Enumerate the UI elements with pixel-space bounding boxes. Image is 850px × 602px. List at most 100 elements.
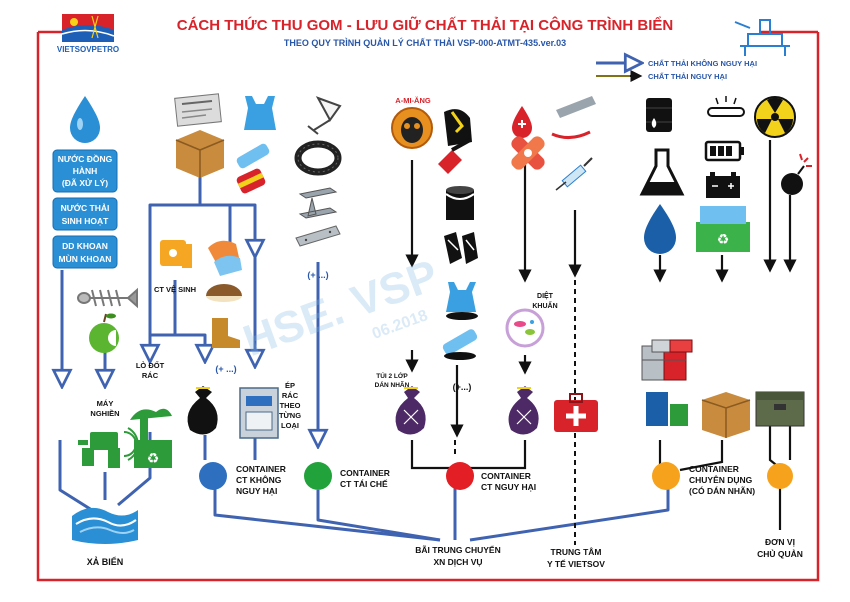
watermark: HSE. VSP 06.2018 (237, 251, 444, 366)
oil-barrel-icon (646, 98, 672, 132)
label-ct-ve-sinh: CT VỆ SINH (154, 285, 196, 294)
water-drop-icon (70, 96, 100, 143)
dest-trung-tam-2: Y TẾ VIETSOV (547, 559, 605, 569)
dest-don-vi-1: ĐƠN VỊ (765, 537, 795, 547)
compactor-icon (239, 387, 279, 439)
logo-text: VIETSOVPETRO (57, 45, 119, 54)
special-box-icon (701, 392, 751, 438)
label-ep-rac-4: TỪNG (279, 411, 301, 420)
sea-wave-icon (72, 507, 138, 544)
syringe-icon (555, 157, 593, 191)
glove-icon (208, 240, 242, 276)
label-ep-rac-2: RÁC (282, 391, 299, 400)
steel-beam-icon (298, 187, 338, 219)
label-diet-khuan-2: KHUẨN (532, 301, 557, 310)
toilet-paper-icon (160, 240, 192, 268)
paint-brush-icon (438, 138, 471, 174)
ammo-box-icon (755, 391, 805, 427)
container-blue-line2: CT KHÔNG (236, 474, 282, 485)
source-box-sinh-hoat (52, 197, 118, 231)
plastic-bag-icon (244, 96, 276, 130)
scalpel-icon (551, 96, 596, 139)
barrels-icon (641, 339, 693, 381)
bacteria-icon (505, 308, 545, 348)
label-may-nghien-2: NGHIỀN (90, 408, 119, 418)
label-ep-rac-1: ÉP (285, 381, 295, 390)
metal-plate-icon (295, 225, 341, 247)
label-plus-2: (+ ...) (307, 270, 328, 280)
label-tui-2-lop-2: DÁN NHÃN (375, 380, 410, 389)
container-red-line1: CONTAINER (481, 471, 531, 481)
platform-icon (734, 19, 790, 56)
source-dong-hanh-line2: HÀNH (73, 166, 98, 176)
newspaper-icon (174, 93, 222, 127)
label-may-nghien-1: MÁY (97, 399, 114, 408)
bandage-icon (511, 136, 545, 170)
container-node-blue (199, 462, 227, 490)
non-hazardous-flows (60, 175, 670, 542)
dest-trung-tam-1: TRUNG TÂM (551, 546, 602, 557)
fish-bone-icon (77, 287, 138, 309)
radiation-icon (754, 96, 796, 138)
recycle-icon-2: ♻ (717, 231, 730, 247)
first-aid-box-icon (554, 393, 598, 432)
vietsovpetro-logo: VIETSOVPETRO (57, 14, 119, 54)
label-plus-1: (+ ...) (215, 364, 236, 374)
tire-icon (294, 140, 342, 176)
label-ep-rac-5: LOẠI (281, 421, 299, 430)
car-battery-icon (706, 172, 740, 198)
container-orange-line1: CONTAINER (689, 464, 739, 474)
recycle-icon: ♻ (147, 450, 160, 466)
container-green-line1: CONTAINER (340, 468, 390, 478)
soda-can-icon (236, 168, 266, 194)
oily-bag-icon (446, 282, 478, 320)
container-orange-line2: CHUYÊN DỤNG (689, 474, 753, 485)
blue-drums-icon (646, 392, 688, 426)
dirty-gloves-icon (444, 232, 478, 264)
watermark-line1: HSE. VSP (237, 251, 444, 366)
legend-non-hazardous: CHẤT THẢI KHÔNG NGUY HẠI (648, 58, 757, 68)
paint-can-icon (445, 186, 475, 220)
container-blue-line3: NGUY HẠI (236, 486, 277, 496)
oily-bottle-icon (442, 329, 478, 360)
battery-icon (704, 140, 744, 162)
source-dd-khoan-line1: DD KHOAN (62, 241, 108, 251)
carton-box-icon (175, 130, 225, 178)
legend: CHẤT THẢI KHÔNG NGUY HẠI CHẤT THẢI NGUY … (590, 56, 800, 84)
boot-icon (212, 318, 240, 348)
dest-don-vi-2: CHỦ QUẢN (757, 548, 803, 559)
wineglass-icon (307, 96, 342, 135)
chemical-flask-icon (639, 148, 685, 196)
container-green-line2: CT TÁI CHẾ (340, 479, 388, 489)
container-node-green (304, 462, 332, 490)
hazard-bag-icon-1 (395, 386, 426, 435)
label-lo-dot-rac-1: LÒ ĐỐT (136, 360, 165, 370)
bomb-icon (781, 153, 812, 195)
paint-hand-icon (444, 109, 472, 146)
container-node-orange (652, 462, 680, 490)
label-lo-dot-rac-2: RÁC (142, 371, 159, 380)
legend-hazardous: CHẤT THẢI NGUY HẠI (648, 71, 727, 81)
source-box-dd-khoan (52, 235, 118, 269)
unit-node-orange (767, 463, 793, 489)
ewaste-bin-icon: ♻ (696, 206, 750, 252)
apple-icon (89, 313, 119, 353)
dest-bai-trung-chuyen-1: BÃI TRUNG CHUYỂN (415, 544, 500, 555)
source-dong-hanh-line3: (ĐÃ XỬ LÝ) (62, 177, 108, 188)
frame (36, 32, 820, 582)
dest-bai-trung-chuyen-2: XN DỊCH VỤ (433, 557, 482, 567)
source-dd-khoan-line2: MÙN KHOAN (59, 253, 112, 264)
source-sinh-hoat-line1: NƯỚC THẢI (61, 202, 110, 213)
fluorescent-lamp-icon (707, 96, 745, 117)
container-orange-line3: (CÓ DÁN NHÃN) (689, 485, 755, 496)
water-bottle-icon (236, 143, 270, 169)
page-subtitle: THEO QUY TRÌNH QUẢN LÝ CHẤT THẢI VSP-000… (284, 37, 566, 48)
label-ep-rac-3: THEO (280, 401, 301, 410)
hazard-bag-icon-2 (508, 386, 539, 435)
container-node-red (446, 462, 474, 490)
black-trash-bag-icon (187, 386, 218, 435)
source-dong-hanh-line1: NƯỚC ĐỒNG (58, 153, 113, 164)
container-blue-line1: CONTAINER (236, 464, 286, 474)
